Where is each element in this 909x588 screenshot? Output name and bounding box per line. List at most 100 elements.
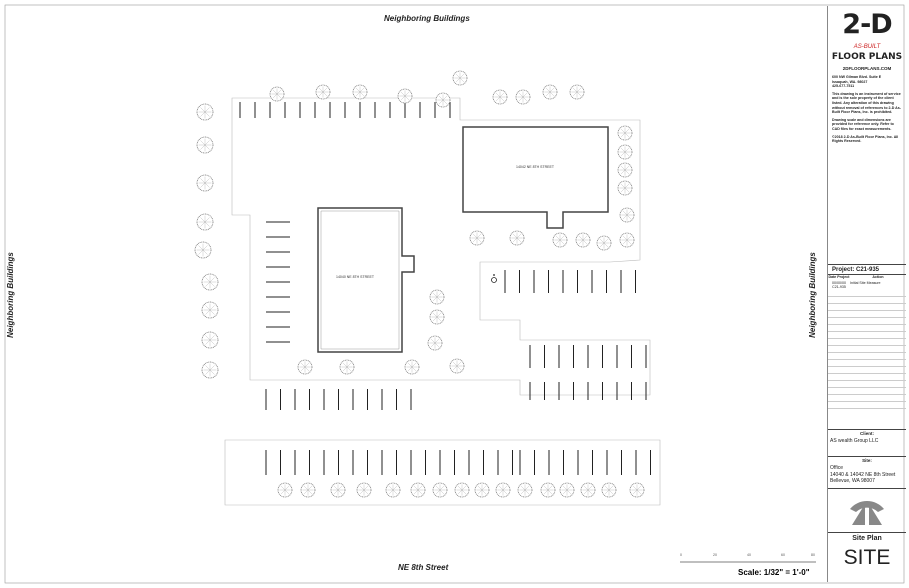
tree-icon bbox=[629, 482, 645, 498]
site-address: Office 14040 & 14042 NE 8th Street Belle… bbox=[828, 464, 906, 486]
tree-icon bbox=[495, 482, 511, 498]
tree-icon bbox=[515, 89, 531, 105]
tree-icon bbox=[196, 136, 214, 154]
trees bbox=[194, 70, 645, 498]
tree-icon bbox=[356, 482, 372, 498]
building-label: 14040 NE 8TH STREET bbox=[336, 275, 375, 279]
tree-icon bbox=[201, 273, 219, 291]
site-header: Site: bbox=[828, 456, 906, 464]
tree-icon bbox=[194, 241, 212, 259]
revision-date: 00/00/00 C21-935 bbox=[832, 280, 846, 290]
sheet-border bbox=[4, 4, 905, 584]
tree-icon bbox=[596, 235, 612, 251]
tree-icon bbox=[269, 86, 285, 102]
tree-icon bbox=[201, 361, 219, 379]
tree-icon bbox=[575, 232, 591, 248]
sheet-id: SITE bbox=[843, 546, 891, 569]
tree-icon bbox=[201, 301, 219, 319]
north-arrow-icon bbox=[828, 488, 906, 531]
address-line: 425-677-7511 bbox=[832, 84, 855, 89]
tree-icon bbox=[427, 335, 443, 351]
tree-icon bbox=[432, 482, 448, 498]
tree-icon bbox=[201, 331, 219, 349]
tree-icon bbox=[580, 482, 596, 498]
tree-icon bbox=[542, 84, 558, 100]
building-14042: 14042 NE 8TH STREET bbox=[462, 126, 609, 229]
scale-tick: 60 bbox=[781, 553, 785, 557]
tree-icon bbox=[517, 482, 533, 498]
label-street: NE 8th Street bbox=[398, 563, 449, 572]
tree-icon bbox=[601, 482, 617, 498]
tree-icon bbox=[540, 482, 556, 498]
tree-icon bbox=[617, 162, 633, 178]
tree-icon bbox=[300, 482, 316, 498]
tree-icon bbox=[429, 289, 445, 305]
tree-icon bbox=[435, 92, 451, 108]
tree-icon bbox=[385, 482, 401, 498]
tree-icon bbox=[452, 70, 468, 86]
logo-main: 2-D bbox=[842, 9, 892, 40]
tree-icon bbox=[454, 482, 470, 498]
tree-icon bbox=[474, 482, 490, 498]
title-block: 2-D AS-BUILT FLOOR PLANS 2DFLOORPLANS.CO… bbox=[827, 6, 906, 582]
tree-icon bbox=[619, 232, 635, 248]
scale-tick: 0 bbox=[680, 553, 682, 557]
tree-icon bbox=[196, 103, 214, 121]
sheet-title: Site Plan bbox=[852, 535, 882, 542]
site-line: Bellevue, WA 98007 bbox=[830, 478, 875, 484]
tree-icon bbox=[617, 180, 633, 196]
tree-icon bbox=[277, 482, 293, 498]
website: 2DFLOORPLANS.COM bbox=[842, 66, 892, 71]
site-line: Office bbox=[830, 465, 843, 471]
lot-lines bbox=[224, 97, 661, 506]
scale-tick: 40 bbox=[747, 553, 751, 557]
tree-icon bbox=[469, 230, 485, 246]
tree-icon bbox=[552, 232, 568, 248]
tree-icon bbox=[509, 230, 525, 246]
disclaimer: Drawing scale and dimensions are provide… bbox=[832, 117, 894, 131]
tree-icon bbox=[330, 482, 346, 498]
tree-icon bbox=[352, 84, 368, 100]
scale-bar: 0 20 40 60 80 bbox=[680, 553, 816, 563]
scale-tick: 20 bbox=[713, 553, 717, 557]
tree-icon bbox=[617, 144, 633, 160]
tree-icon bbox=[449, 358, 465, 374]
scale-tick: 80 bbox=[811, 553, 815, 557]
tree-icon bbox=[569, 84, 585, 100]
address-line: Issaquah, WA. 98027 bbox=[832, 79, 868, 84]
logo-bottom: FLOOR PLANS bbox=[831, 52, 903, 62]
copyright: ©2018 2-D As-Built Floor Plans, Inc. All… bbox=[832, 134, 899, 144]
site-line: 14040 & 14042 NE 8th Street bbox=[830, 471, 896, 478]
revision-action: Initial Site Measure bbox=[850, 280, 881, 285]
label-top: Neighboring Buildings bbox=[384, 14, 470, 23]
tree-icon bbox=[617, 125, 633, 141]
col-date: Date Project bbox=[828, 275, 850, 279]
notice: This drawing is an instrument of service… bbox=[832, 91, 901, 115]
tree-icon bbox=[297, 359, 313, 375]
accessible-parking-icon bbox=[491, 274, 497, 283]
client-header: Client: bbox=[828, 429, 906, 437]
tree-icon bbox=[404, 359, 420, 375]
tree-icon bbox=[559, 482, 575, 498]
building-14040: 14040 NE 8TH STREET bbox=[317, 207, 415, 353]
company-logo: 2-D AS-BUILT FLOOR PLANS bbox=[828, 8, 906, 63]
scale-label: Scale: 1/32" = 1'-0" bbox=[738, 568, 810, 577]
project-number: Project: C21-935 bbox=[828, 264, 906, 274]
client-name: AS wealth Group LLC bbox=[830, 438, 879, 444]
logo-sub: AS-BUILT bbox=[853, 44, 881, 50]
tree-icon bbox=[196, 174, 214, 192]
address: 600 NW Gilman Blvd. Suite E Issaquah, WA… bbox=[832, 75, 902, 89]
tree-icon bbox=[429, 309, 445, 325]
tree-icon bbox=[196, 213, 214, 231]
address-line: 600 NW Gilman Blvd. Suite E bbox=[832, 75, 882, 79]
parking-stalls bbox=[239, 102, 651, 475]
col-action: Action bbox=[872, 275, 884, 279]
label-right: Neighboring Buildings bbox=[807, 252, 817, 338]
building-label: 14042 NE 8TH STREET bbox=[516, 165, 555, 169]
label-left: Neighboring Buildings bbox=[5, 252, 15, 338]
tree-icon bbox=[410, 482, 426, 498]
tree-icon bbox=[397, 88, 413, 104]
tree-icon bbox=[492, 89, 508, 105]
